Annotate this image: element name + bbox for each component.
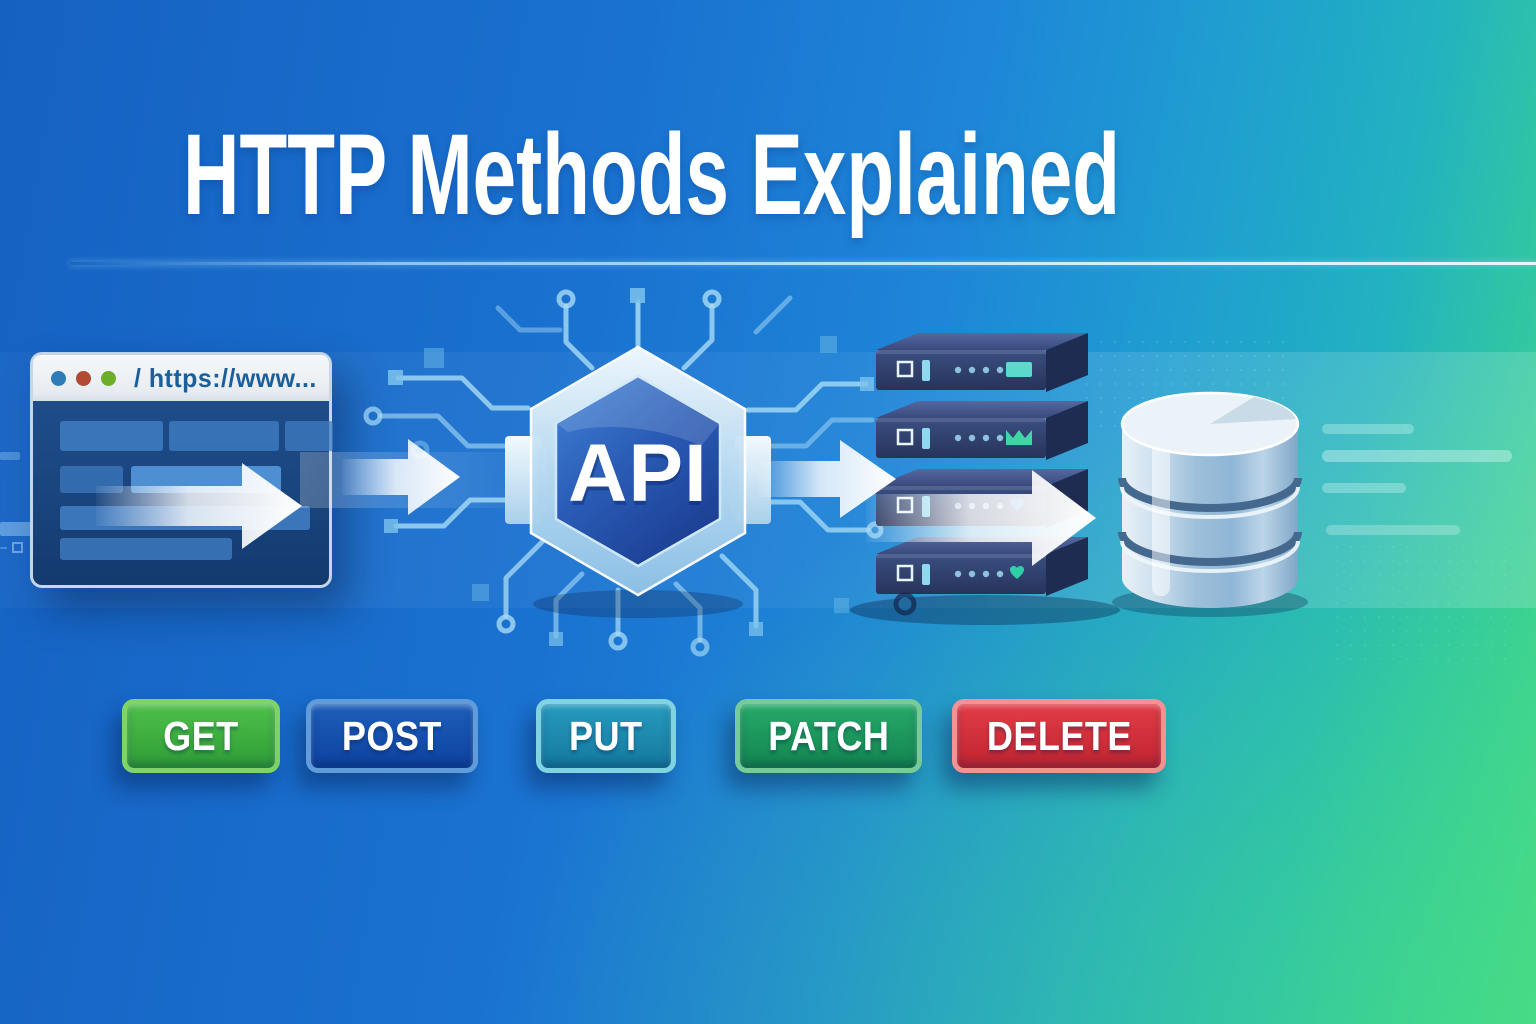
api-hexagon-badge: API API — [505, 345, 771, 618]
status-bar-icon — [922, 564, 930, 585]
divider-line — [70, 262, 1536, 265]
database-icon — [1112, 391, 1308, 617]
arrow-to-database — [866, 470, 1096, 566]
speed-line — [1322, 483, 1406, 493]
edge-mark — [0, 547, 7, 549]
power-square-icon — [896, 564, 914, 582]
arrow-to-server — [758, 440, 896, 518]
circuit-pattern — [363, 288, 884, 657]
method-button-put[interactable]: PUT — [536, 699, 676, 773]
dot-texture — [1330, 540, 1510, 670]
speed-line — [1326, 525, 1460, 535]
content-block — [285, 421, 333, 451]
server-unit — [876, 401, 1088, 460]
request-flow-arrows — [96, 439, 1096, 566]
top-wedge — [1210, 397, 1296, 424]
method-button-post[interactable]: POST — [306, 699, 478, 773]
led-dots — [954, 366, 1004, 374]
power-square-icon — [896, 428, 914, 446]
traffic-dot-green — [101, 370, 116, 386]
edge-mark — [0, 452, 20, 460]
arrow-to-api — [342, 439, 460, 515]
speed-line — [1322, 424, 1414, 434]
content-block — [60, 538, 232, 560]
url-text: / https://www... — [134, 362, 317, 393]
api-label: API — [568, 428, 708, 519]
book-icon — [1006, 430, 1032, 445]
page-title: HTTP Methods Explained — [183, 111, 1121, 239]
content-block — [60, 421, 163, 451]
traffic-dot-blue — [51, 370, 66, 386]
server-unit — [876, 333, 1088, 392]
method-button-delete[interactable]: DELETE — [952, 699, 1166, 773]
browser-titlebar: / https://www... — [33, 355, 329, 401]
method-label: DELETE — [986, 712, 1132, 759]
drive-icon — [1006, 362, 1032, 377]
method-label: GET — [163, 712, 239, 759]
status-bar-icon — [922, 360, 930, 381]
heart-icon — [1010, 566, 1024, 579]
led-dots — [954, 434, 1004, 442]
method-button-get[interactable]: GET — [122, 699, 280, 773]
method-label: PUT — [569, 712, 643, 759]
knob-icon — [893, 592, 917, 616]
api-label-shadow: API — [570, 432, 707, 523]
arrow-browser — [96, 463, 302, 549]
status-bar-icon — [922, 428, 930, 449]
power-square-icon — [896, 360, 914, 378]
method-label: PATCH — [767, 712, 890, 759]
content-block — [169, 421, 279, 451]
led-dots — [954, 570, 1004, 578]
method-button-patch[interactable]: PATCH — [735, 699, 922, 773]
edge-bracket-mark — [12, 542, 23, 553]
method-label: POST — [341, 712, 442, 759]
speed-line — [1322, 450, 1512, 462]
traffic-dot-red — [76, 370, 91, 386]
server-shadow — [850, 595, 1120, 625]
